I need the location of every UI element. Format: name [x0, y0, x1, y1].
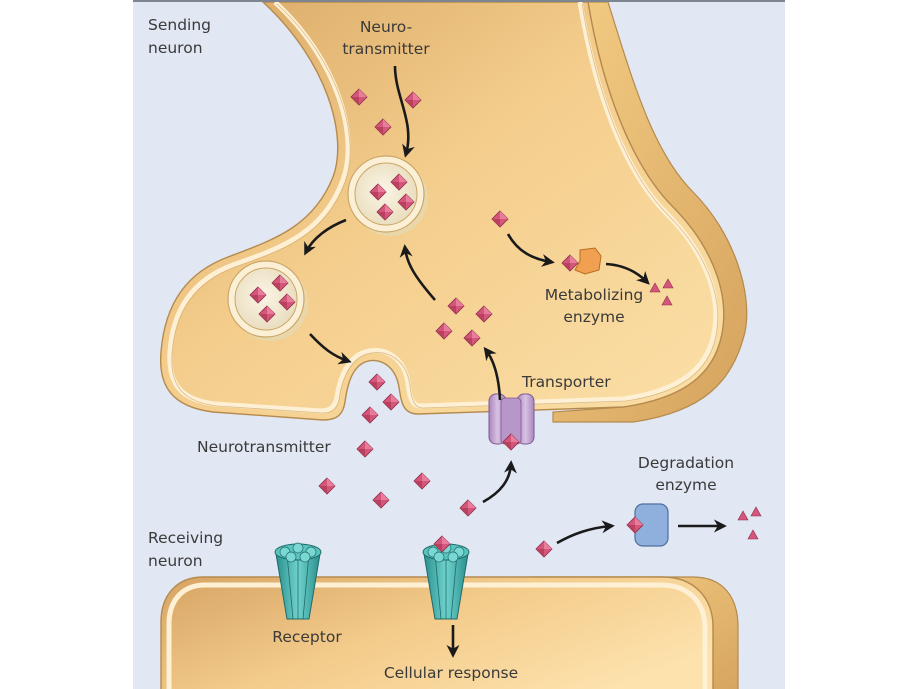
process-arrows: [304, 65, 727, 658]
label-cellular-response: Cellular response: [384, 664, 518, 682]
label-neurotransmitter-cleft: Neurotransmitter: [197, 438, 331, 456]
label-neurotransmitter-top-1: Neuro-: [360, 18, 412, 36]
synapse-diagram: Sending neuron Neuro- transmitter Metabo…: [148, 2, 762, 689]
label-sending-neuron-1: Sending: [148, 16, 211, 34]
sending-neuron-membrane: [167, 2, 719, 414]
arrow-to-metabolizing: [506, 233, 555, 267]
label-degradation-enzyme-2: enzyme: [655, 476, 716, 494]
label-metabolizing-enzyme-1: Metabolizing: [545, 286, 644, 304]
label-transporter: Transporter: [521, 373, 611, 391]
label-receptor: Receptor: [272, 628, 342, 646]
arrow-cleft-to-transporter: [482, 460, 517, 504]
sending-neuron-terminal: [159, 2, 725, 421]
arrow-metabolized: [605, 262, 650, 285]
metabolizing-enzyme: [574, 247, 602, 275]
synaptic-vesicle-upper: [347, 155, 428, 236]
arrow-to-degradation: [556, 520, 615, 545]
label-receiving-neuron-1: Receiving: [148, 529, 223, 547]
arrow-transporter-reuptake: [483, 346, 502, 401]
transporter: [488, 393, 535, 445]
label-receiving-neuron-2: neuron: [148, 552, 203, 570]
label-neurotransmitter-top-2: transmitter: [342, 40, 430, 58]
label-sending-neuron-2: neuron: [148, 39, 203, 57]
arrow-reuptake-to-vesicle: [399, 244, 436, 301]
arrow-vesicle-to-vesicle: [304, 218, 347, 256]
arrow-to-vesicle: [393, 65, 415, 158]
arrow-vesicle-to-release: [309, 333, 352, 365]
synapse-diagram-panel: Sending neuron Neuro- transmitter Metabo…: [133, 0, 785, 689]
label-metabolizing-enzyme-2: enzyme: [563, 308, 624, 326]
label-degradation-enzyme-1: Degradation: [638, 454, 734, 472]
synaptic-vesicle-lower: [227, 260, 308, 341]
degraded-fragments: [737, 506, 762, 540]
receptor-unbound: [274, 542, 322, 620]
